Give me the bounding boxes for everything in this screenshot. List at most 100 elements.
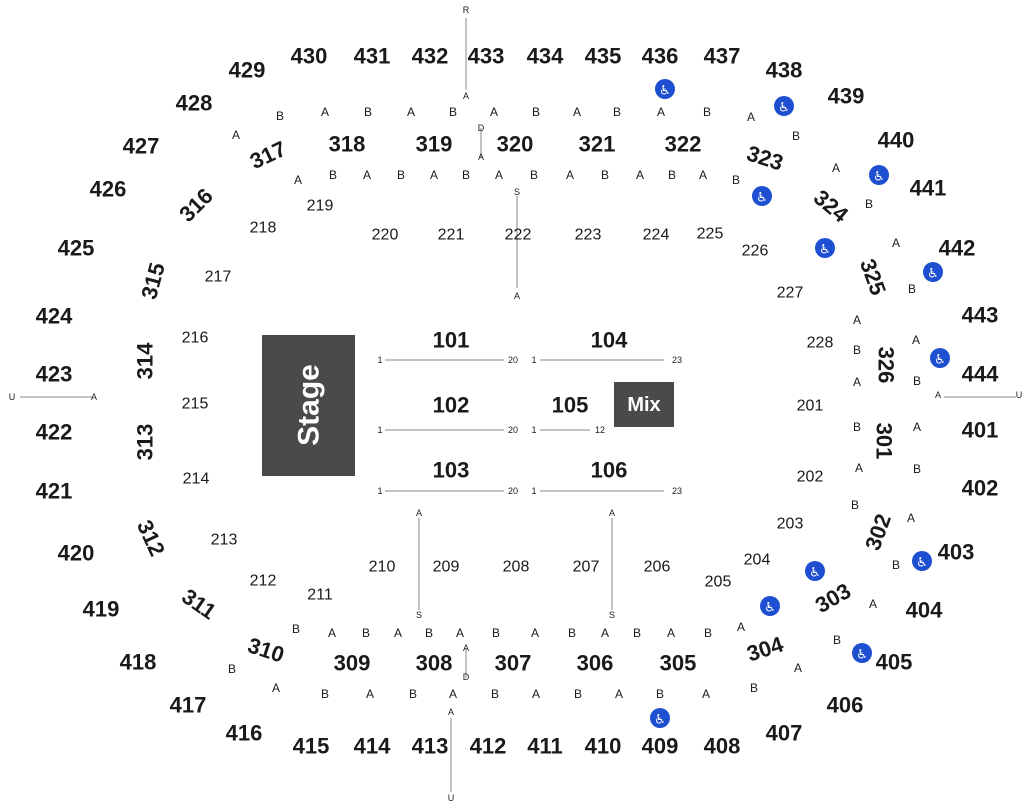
section-217[interactable]: 217 [205,269,232,286]
section-427[interactable]: 427 [123,134,160,159]
section-320[interactable]: 320 [497,132,534,157]
section-307[interactable]: 307 [495,651,532,676]
section-323[interactable]: 323 [744,140,787,175]
section-411[interactable]: 411 [527,734,563,759]
section-412[interactable]: 412 [470,734,507,759]
section-408[interactable]: 408 [704,734,741,759]
section-316[interactable]: 316 [174,183,218,227]
section-317[interactable]: 317 [246,136,290,174]
section-436[interactable]: 436 [642,44,679,69]
section-309[interactable]: 309 [334,651,371,676]
section-433[interactable]: 433 [468,44,505,69]
section-326[interactable]: 326 [874,347,899,384]
section-319[interactable]: 319 [416,132,453,157]
section-324[interactable]: 324 [809,185,854,228]
section-227[interactable]: 227 [777,285,804,302]
section-407[interactable]: 407 [766,721,803,746]
section-434[interactable]: 434 [527,44,564,69]
section-226[interactable]: 226 [742,243,769,260]
section-441[interactable]: 441 [910,176,947,201]
section-313[interactable]: 313 [133,424,158,461]
section-406[interactable]: 406 [827,693,864,718]
section-308[interactable]: 308 [416,651,453,676]
section-208[interactable]: 208 [503,559,530,576]
section-417[interactable]: 417 [170,693,207,718]
section-205[interactable]: 205 [705,574,732,591]
section-430[interactable]: 430 [291,44,328,69]
section-101[interactable]: 101 [433,328,470,353]
section-218[interactable]: 218 [250,220,277,237]
section-222[interactable]: 222 [505,227,532,244]
stage[interactable] [262,335,355,476]
section-106[interactable]: 106 [591,458,628,483]
section-413[interactable]: 413 [412,734,449,759]
section-419[interactable]: 419 [83,597,120,622]
section-409[interactable]: 409 [642,734,679,759]
section-415[interactable]: 415 [293,734,330,759]
section-315[interactable]: 315 [136,260,170,302]
section-311[interactable]: 311 [177,584,220,625]
section-410[interactable]: 410 [585,734,622,759]
section-426[interactable]: 426 [90,177,127,202]
section-220[interactable]: 220 [372,227,399,244]
section-212[interactable]: 212 [250,573,277,590]
section-209[interactable]: 209 [433,559,460,576]
section-404[interactable]: 404 [906,598,943,623]
section-431[interactable]: 431 [354,44,391,69]
section-102[interactable]: 102 [433,393,470,418]
section-202[interactable]: 202 [797,469,824,486]
section-105[interactable]: 105 [552,393,589,418]
section-428[interactable]: 428 [176,91,213,116]
section-314[interactable]: 314 [133,342,158,379]
section-207[interactable]: 207 [573,559,600,576]
section-210[interactable]: 210 [369,559,396,576]
section-425[interactable]: 425 [58,236,95,261]
section-443[interactable]: 443 [962,303,999,328]
section-301[interactable]: 301 [872,423,897,460]
section-312[interactable]: 312 [132,516,170,560]
section-228[interactable]: 228 [807,335,834,352]
section-435[interactable]: 435 [585,44,622,69]
section-418[interactable]: 418 [120,650,157,675]
section-306[interactable]: 306 [577,651,614,676]
section-420[interactable]: 420 [58,541,95,566]
section-305[interactable]: 305 [660,651,697,676]
section-321[interactable]: 321 [579,132,616,157]
section-310[interactable]: 310 [245,632,288,667]
section-213[interactable]: 213 [211,532,238,549]
section-322[interactable]: 322 [665,132,702,157]
section-423[interactable]: 423 [36,362,73,387]
section-221[interactable]: 221 [438,227,465,244]
section-401[interactable]: 401 [962,418,999,443]
section-439[interactable]: 439 [828,84,865,109]
section-224[interactable]: 224 [643,227,670,244]
section-225[interactable]: 225 [697,226,724,243]
section-325[interactable]: 325 [855,255,891,298]
section-303[interactable]: 303 [811,578,855,618]
section-444[interactable]: 444 [962,362,999,387]
section-104[interactable]: 104 [591,328,628,353]
section-429[interactable]: 429 [229,58,266,83]
section-438[interactable]: 438 [766,58,803,83]
section-103[interactable]: 103 [433,458,470,483]
section-414[interactable]: 414 [354,734,391,759]
section-211[interactable]: 211 [307,587,333,604]
section-421[interactable]: 421 [36,479,73,504]
section-201[interactable]: 201 [797,398,824,415]
section-422[interactable]: 422 [36,420,73,445]
section-416[interactable]: 416 [226,721,263,746]
section-402[interactable]: 402 [962,476,999,501]
section-302[interactable]: 302 [860,510,896,553]
section-442[interactable]: 442 [939,236,976,261]
section-214[interactable]: 214 [183,471,210,488]
section-215[interactable]: 215 [182,396,209,413]
section-203[interactable]: 203 [777,516,804,533]
section-304[interactable]: 304 [744,631,787,666]
section-424[interactable]: 424 [36,304,73,329]
section-405[interactable]: 405 [876,650,913,675]
section-204[interactable]: 204 [744,552,771,569]
section-206[interactable]: 206 [644,559,671,576]
section-318[interactable]: 318 [329,132,366,157]
section-440[interactable]: 440 [878,128,915,153]
section-432[interactable]: 432 [412,44,449,69]
